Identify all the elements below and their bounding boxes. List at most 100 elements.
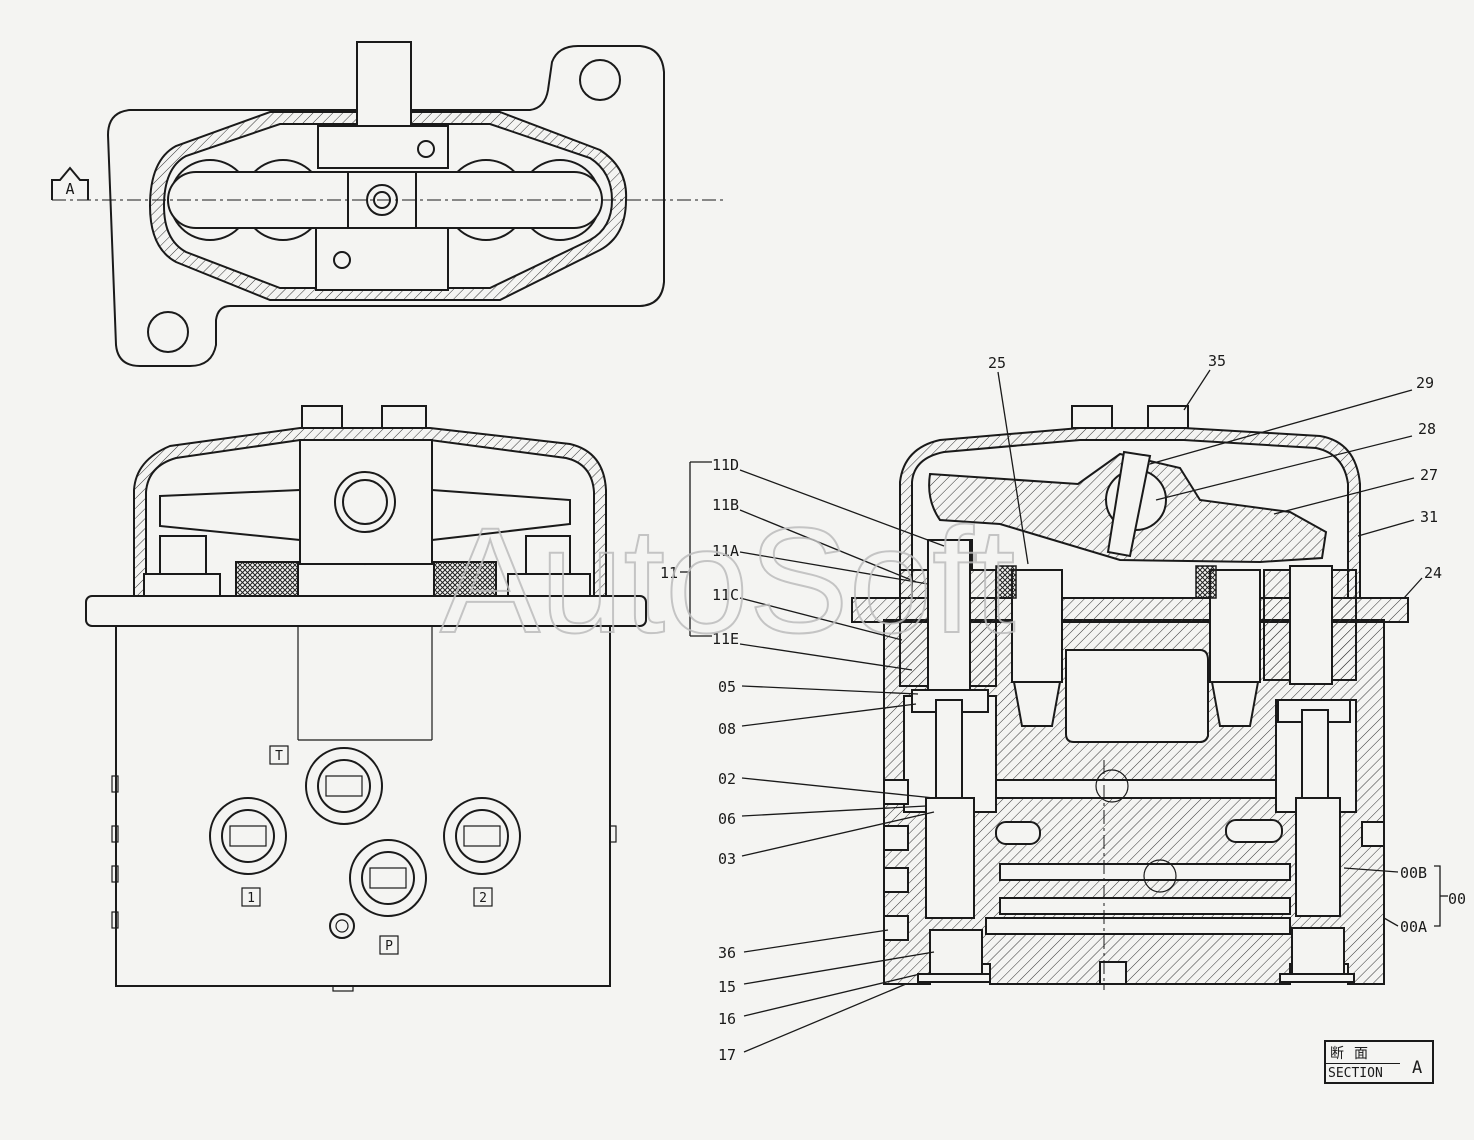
section-arrow-a bbox=[51, 166, 89, 200]
front-nut-left bbox=[235, 561, 299, 597]
callout-11a: 11A bbox=[712, 542, 739, 560]
callout-15: 15 bbox=[718, 978, 736, 996]
section-plunger-bolt-left bbox=[1011, 569, 1063, 683]
top-mount-hole-left bbox=[147, 311, 189, 353]
leader-31 bbox=[1357, 519, 1415, 537]
section-passage-3 bbox=[999, 897, 1291, 915]
callout-11: 11 bbox=[660, 564, 678, 582]
leader-17 bbox=[743, 983, 907, 1053]
callout-35: 35 bbox=[1208, 352, 1226, 370]
section-spring-right bbox=[1301, 709, 1329, 801]
section-cover-bolt-right bbox=[1147, 405, 1189, 429]
callout-labels: 25 35 29 28 27 31 24 11D 11B 11 11A 11C … bbox=[660, 352, 1466, 1064]
section-plunger-right bbox=[1289, 565, 1333, 685]
section-title-letter: A bbox=[1412, 1058, 1423, 1078]
port-p-slot bbox=[369, 867, 407, 889]
port-p-inner bbox=[361, 851, 415, 905]
leader-36 bbox=[743, 929, 889, 953]
section-marker-a: A bbox=[65, 180, 74, 198]
leader-05 bbox=[741, 685, 919, 695]
leader-00b bbox=[1343, 867, 1399, 873]
section-washer-right bbox=[1279, 973, 1355, 983]
leader-11a bbox=[739, 551, 929, 585]
callout-03: 03 bbox=[718, 850, 736, 868]
section-drilling-1 bbox=[1095, 769, 1129, 803]
port-1-inner bbox=[221, 809, 275, 863]
section-side-plug-3 bbox=[883, 867, 909, 893]
port-2-inner bbox=[455, 809, 509, 863]
section-title-box: 断面 SECTION A bbox=[1324, 1040, 1434, 1084]
port-label-1: 1 bbox=[247, 891, 255, 906]
port-label-t: T bbox=[275, 749, 283, 764]
section-drilling-2 bbox=[1143, 859, 1177, 893]
top-plate-hole-upper bbox=[417, 140, 435, 158]
front-plunger-cap-1 bbox=[159, 535, 207, 575]
callout-08: 08 bbox=[718, 720, 736, 738]
section-spool-left bbox=[925, 797, 975, 919]
front-view: T 1 2 P bbox=[85, 405, 647, 992]
section-spool-right bbox=[1295, 797, 1341, 917]
port-2-tag bbox=[473, 887, 493, 907]
section-cover-bolt-left bbox=[1071, 405, 1113, 429]
section-plunger-bolt-right bbox=[1209, 569, 1261, 683]
front-plunger-cap-4 bbox=[525, 535, 571, 575]
front-valve-body bbox=[115, 625, 611, 987]
front-bottom-plug bbox=[332, 985, 354, 992]
port-label-2: 2 bbox=[479, 891, 487, 906]
section-cam-screw bbox=[1106, 450, 1152, 558]
front-side-boss-3 bbox=[111, 865, 119, 883]
port-label-p: P bbox=[385, 939, 393, 954]
front-small-plug bbox=[329, 913, 355, 939]
port-t-slot bbox=[325, 775, 363, 797]
callout-25: 25 bbox=[988, 354, 1006, 372]
section-title-en: SECTION bbox=[1328, 1066, 1383, 1081]
front-side-boss-4 bbox=[111, 911, 119, 929]
callout-11b: 11B bbox=[712, 496, 739, 514]
section-side-plug-2 bbox=[883, 825, 909, 851]
callout-27: 27 bbox=[1420, 466, 1438, 484]
section-passage-4 bbox=[985, 917, 1291, 935]
front-hub-bore-outer bbox=[334, 471, 396, 533]
callout-11c: 11C bbox=[712, 586, 739, 604]
front-plunger-guide-4 bbox=[507, 573, 591, 597]
section-passage-1 bbox=[995, 779, 1277, 799]
section-nut-right bbox=[1195, 565, 1217, 599]
section-bottom-plug bbox=[1099, 961, 1127, 985]
top-plate-hole-lower bbox=[333, 251, 351, 269]
leader-24 bbox=[1403, 577, 1423, 599]
leader-25 bbox=[997, 371, 1029, 565]
leader-11d bbox=[739, 469, 945, 547]
front-cover-bolt-right bbox=[381, 405, 427, 429]
top-view-cover-wall bbox=[148, 111, 628, 301]
watermark: AutoSoft bbox=[440, 496, 1015, 664]
front-plunger-guide-1 bbox=[143, 573, 221, 597]
top-view: A bbox=[51, 41, 724, 367]
section-spool-bore-right bbox=[1225, 819, 1283, 843]
callout-00: 00 bbox=[1448, 890, 1466, 908]
section-cover-wall bbox=[899, 427, 1361, 599]
front-side-boss-1 bbox=[111, 775, 119, 793]
bracket-00 bbox=[1434, 865, 1441, 927]
front-side-boss-2 bbox=[111, 825, 119, 843]
leader-08 bbox=[741, 703, 917, 727]
front-hub-bore-inner bbox=[342, 479, 388, 525]
port-2-slot bbox=[463, 825, 501, 847]
leader-11b bbox=[739, 509, 917, 583]
top-mount-hole-right bbox=[579, 59, 621, 101]
port-t-outer bbox=[305, 747, 383, 825]
leader-11c bbox=[739, 597, 903, 641]
section-side-plug-1 bbox=[883, 779, 909, 805]
callout-00a: 00A bbox=[1400, 918, 1427, 936]
callout-28: 28 bbox=[1418, 420, 1436, 438]
port-1-outer bbox=[209, 797, 287, 875]
front-nut-right bbox=[433, 561, 497, 597]
top-view-plate-lower bbox=[315, 227, 449, 291]
callout-02: 02 bbox=[718, 770, 736, 788]
port-1-slot bbox=[229, 825, 267, 847]
leader-15 bbox=[743, 951, 935, 985]
front-cover-bolt-left bbox=[301, 405, 343, 429]
leader-28 bbox=[1155, 435, 1413, 501]
leader-02 bbox=[741, 777, 935, 799]
